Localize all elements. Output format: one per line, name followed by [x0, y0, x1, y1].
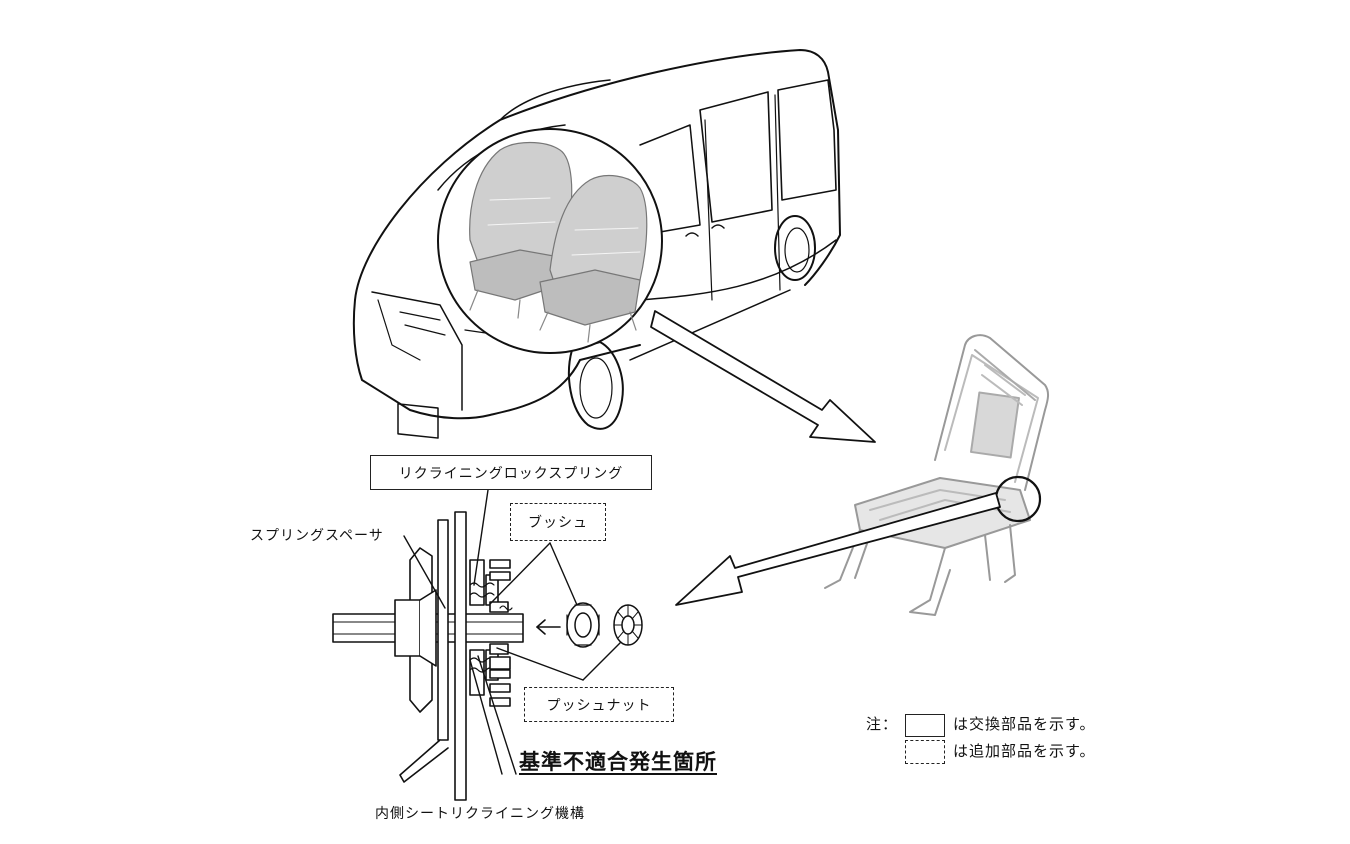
assembly-arrow: [536, 619, 561, 635]
van-illustration: [352, 49, 841, 439]
arrow-to-seat-frame: [650, 310, 876, 443]
legend-replacement-text: は交換部品を示す。: [953, 715, 1096, 733]
legend-dashed-box: [905, 740, 945, 764]
seat-frame: [824, 334, 1049, 616]
legend-solid-box: [905, 714, 945, 737]
bush-label: ブッシュ: [528, 515, 588, 531]
push-nut-label-box: プッシュナット: [524, 687, 674, 722]
nonconformity-location-label: 基準不適合発生箇所: [519, 749, 717, 774]
recliner-mechanism: [332, 511, 524, 801]
spring-spacer-label: スプリングスペーサ: [250, 528, 384, 544]
recline-lock-spring-label-box: リクライニングロックスプリング: [370, 455, 652, 490]
bush-label-box: ブッシュ: [510, 503, 606, 541]
legend-prefix: 注：: [866, 715, 899, 733]
legend-added-text: は追加部品を示す。: [953, 742, 1096, 760]
seat-magnifier: [437, 128, 663, 354]
bush-part: [566, 602, 600, 648]
push-nut-label: プッシュナット: [546, 697, 652, 714]
push-nut-part: [613, 604, 643, 646]
arrow-to-mechanism: [675, 492, 1001, 606]
mechanism-caption: 内側シートリクライニング機構: [375, 806, 585, 822]
recline-lock-spring-label: リクライニングロックスプリング: [398, 465, 624, 482]
leader-lines: [403, 489, 621, 775]
